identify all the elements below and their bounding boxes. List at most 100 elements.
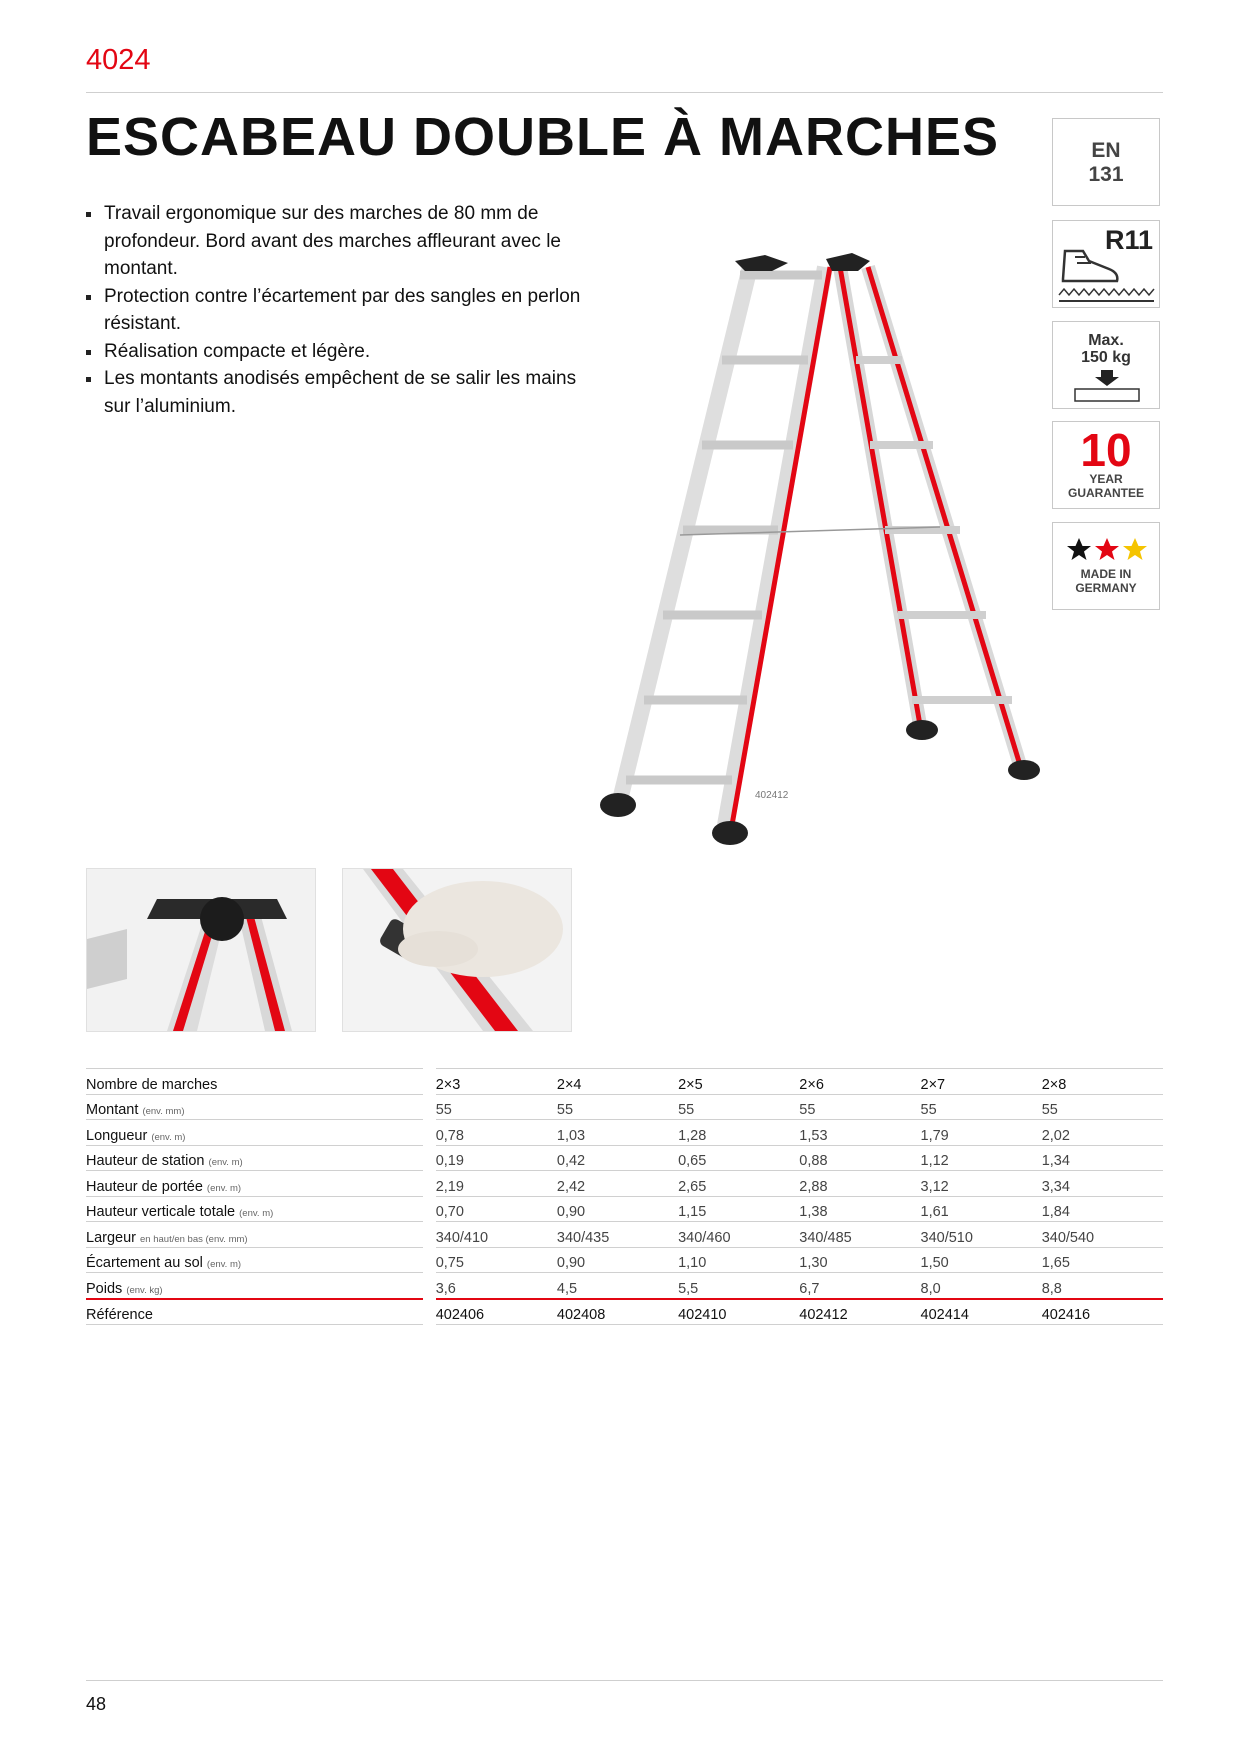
table-cell: 55 <box>678 1094 800 1120</box>
top-divider <box>86 92 1163 93</box>
table-cell: 1,50 <box>920 1247 1042 1273</box>
table-cell: 1,61 <box>920 1196 1042 1222</box>
table-cell: 2×5 <box>678 1068 800 1095</box>
table-cell: 402412 <box>799 1298 921 1325</box>
table-cell: 402406 <box>435 1298 557 1325</box>
table-cell: 55 <box>799 1094 921 1120</box>
table-row: Hauteur verticale totale (env. m) 0,70 0… <box>86 1196 1163 1222</box>
guarantee-label: YEAR GUARANTEE <box>1067 472 1144 500</box>
page-title: ESCABEAU DOUBLE À MARCHES <box>86 107 1000 167</box>
table-cell: 340/510 <box>920 1221 1042 1248</box>
table-row: Largeur en haut/en bas (env. mm) 340/410… <box>86 1221 1163 1248</box>
made-in-germany-badge: MADE IN GERMANY <box>1052 522 1160 610</box>
feature-item: Travail ergonomique sur des marches de 8… <box>86 200 606 283</box>
guarantee-badge: 10 YEAR GUARANTEE <box>1052 421 1160 509</box>
ladder-product-image <box>600 253 1040 845</box>
table-cell: 0,19 <box>435 1145 557 1171</box>
table-row: Poids (env. kg) 3,6 4,5 5,5 6,7 8,0 8,8 <box>86 1272 1163 1300</box>
table-cell: 4,5 <box>556 1272 679 1300</box>
row-label: Hauteur verticale totale (env. m) <box>86 1196 423 1222</box>
table-cell: 6,7 <box>799 1272 921 1300</box>
table-row: Écartement au sol (env. m) 0,75 0,90 1,1… <box>86 1247 1163 1273</box>
row-label: Hauteur de portée (env. m) <box>86 1170 423 1197</box>
feature-item: Les montants anodisés empêchent de se sa… <box>86 365 606 420</box>
en-label: EN 131 <box>1088 139 1124 186</box>
table-cell: 1,38 <box>799 1196 921 1222</box>
feature-list: Travail ergonomique sur des marches de 8… <box>86 200 606 420</box>
table-cell: 2,02 <box>1041 1119 1163 1146</box>
specifications-table: Nombre de marches 2×3 2×4 2×5 2×6 2×7 2×… <box>86 1068 1163 1325</box>
table-cell: 2×6 <box>799 1068 921 1095</box>
table-cell: 0,42 <box>556 1145 679 1171</box>
table-cell: 340/435 <box>556 1221 679 1248</box>
table-cell: 402408 <box>556 1298 679 1325</box>
r11-label: R11 <box>1104 225 1153 255</box>
table-cell: 5,5 <box>678 1272 800 1300</box>
table-cell: 1,12 <box>920 1145 1042 1171</box>
feature-item: Protection contre l’écartement par des s… <box>86 283 606 338</box>
table-cell: 1,79 <box>920 1119 1042 1146</box>
table-cell: 2,88 <box>799 1170 921 1197</box>
germany-label: MADE IN GERMANY <box>1075 567 1137 595</box>
table-cell: 1,53 <box>799 1119 921 1146</box>
feature-item: Réalisation compacte et légère. <box>86 338 606 366</box>
table-cell: 340/540 <box>1041 1221 1163 1248</box>
table-cell: 402414 <box>920 1298 1042 1325</box>
row-label: Écartement au sol (env. m) <box>86 1247 423 1273</box>
table-row: Hauteur de station (env. m) 0,19 0,42 0,… <box>86 1145 1163 1171</box>
table-cell: 1,10 <box>678 1247 800 1273</box>
table-row: Longueur (env. m) 0,78 1,03 1,28 1,53 1,… <box>86 1119 1163 1146</box>
table-cell: 55 <box>435 1094 557 1120</box>
table-cell: 2×4 <box>556 1068 679 1095</box>
table-cell: 0,70 <box>435 1196 557 1222</box>
table-cell: 402416 <box>1041 1298 1163 1325</box>
table-cell: 0,78 <box>435 1119 557 1146</box>
table-cell: 340/460 <box>678 1221 800 1248</box>
model-code: 4024 <box>86 44 151 76</box>
table-cell: 55 <box>556 1094 679 1120</box>
hinge-cap-illustration <box>87 869 315 1031</box>
table-cell: 8,8 <box>1041 1272 1163 1300</box>
product-reference-label: 402412 <box>755 790 789 801</box>
bottom-divider <box>86 1680 1163 1681</box>
row-label: Longueur (env. m) <box>86 1119 423 1146</box>
table-cell: 2×7 <box>920 1068 1042 1095</box>
row-label: Hauteur de station (env. m) <box>86 1145 423 1171</box>
table-cell: 2×8 <box>1041 1068 1163 1095</box>
guarantee-years: 10 <box>1080 424 1132 476</box>
table-cell: 1,30 <box>799 1247 921 1273</box>
table-cell: 0,65 <box>678 1145 800 1171</box>
detail-photo-hinge <box>86 868 316 1032</box>
table-cell: 2,65 <box>678 1170 800 1197</box>
r11-badge: R11 <box>1052 220 1160 308</box>
row-label: Nombre de marches <box>86 1068 423 1095</box>
three-stars-icon <box>1067 538 1147 560</box>
table-cell: 2,42 <box>556 1170 679 1197</box>
page-number: 48 <box>86 1694 107 1714</box>
table-row: Référence 402406 402408 402410 402412 40… <box>86 1298 1163 1325</box>
table-cell: 0,75 <box>435 1247 557 1273</box>
glove-grip-illustration <box>343 869 571 1031</box>
detail-photo-grip <box>342 868 572 1032</box>
table-cell: 8,0 <box>920 1272 1042 1300</box>
safety-shoe-icon <box>1058 249 1155 302</box>
table-cell: 402410 <box>678 1298 800 1325</box>
table-cell: 55 <box>1041 1094 1163 1120</box>
table-cell: 0,90 <box>556 1196 679 1222</box>
table-cell: 1,28 <box>678 1119 800 1146</box>
table-cell: 3,34 <box>1041 1170 1163 1197</box>
table-cell: 3,12 <box>920 1170 1042 1197</box>
row-label: Montant (env. mm) <box>86 1094 423 1120</box>
table-row: Hauteur de portée (env. m) 2,19 2,42 2,6… <box>86 1170 1163 1197</box>
row-label: Largeur en haut/en bas (env. mm) <box>86 1221 423 1248</box>
row-label: Poids (env. kg) <box>86 1272 423 1300</box>
table-cell: 340/410 <box>435 1221 557 1248</box>
table-cell: 2,19 <box>435 1170 557 1197</box>
table-cell: 1,03 <box>556 1119 679 1146</box>
table-row: Nombre de marches 2×3 2×4 2×5 2×6 2×7 2×… <box>86 1068 1163 1095</box>
table-cell: 3,6 <box>435 1272 557 1300</box>
max-load-label: Max. 150 kg <box>1081 332 1131 366</box>
table-cell: 0,88 <box>799 1145 921 1171</box>
row-label: Référence <box>86 1298 423 1325</box>
table-row: Montant (env. mm) 55 55 55 55 55 55 <box>86 1094 1163 1120</box>
